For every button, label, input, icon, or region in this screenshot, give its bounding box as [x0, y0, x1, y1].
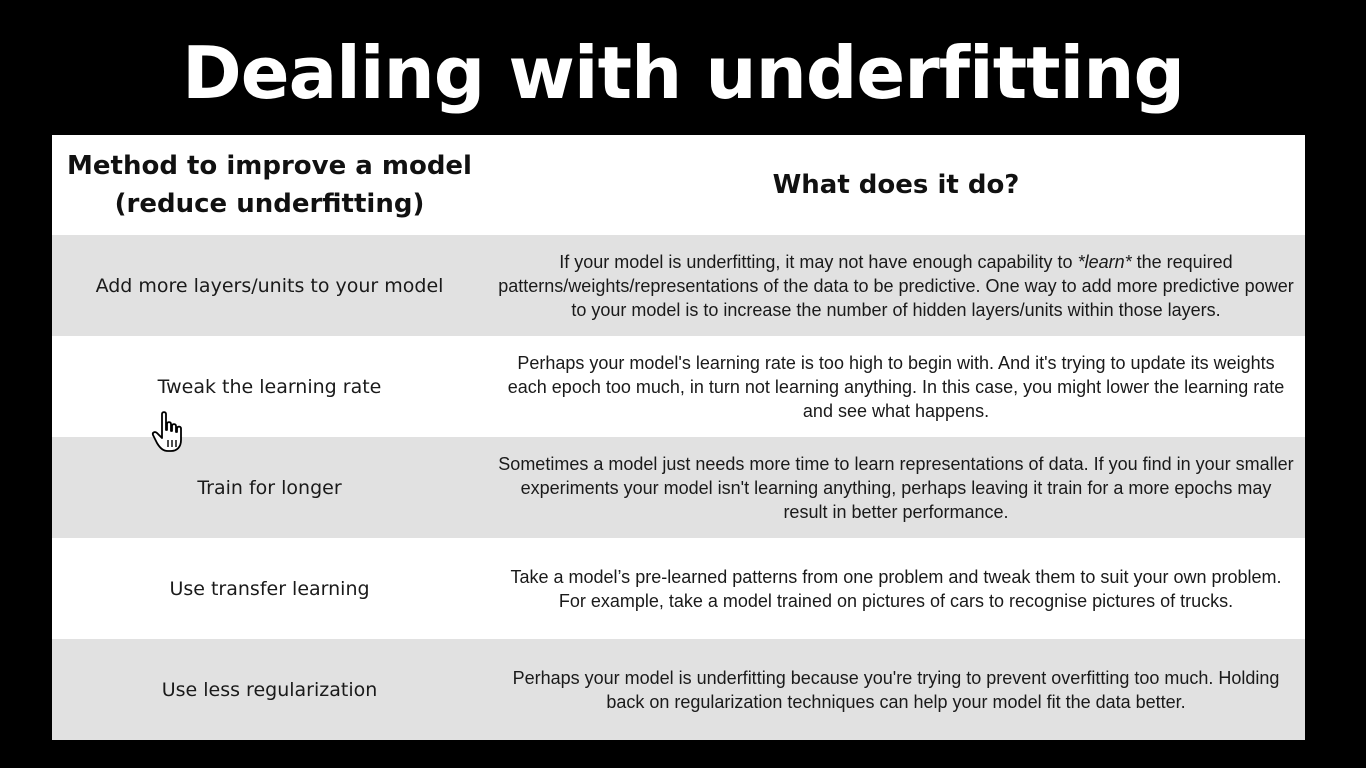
description-cell: Perhaps your model is underfitting becau…	[512, 667, 1280, 712]
method-cell: Train for longer	[197, 476, 342, 499]
header-description: What does it do?	[772, 170, 1020, 200]
description-part: If your model is underfitting, it may no…	[559, 251, 1078, 272]
hand-pointer-icon	[150, 410, 190, 454]
slide-title: Dealing with underfitting	[181, 31, 1185, 115]
header-method: Method to improve a model (reduce underf…	[67, 151, 472, 219]
method-cell: Tweak the learning rate	[157, 375, 382, 398]
table-row: Tweak the learning rate Perhaps your mod…	[52, 336, 1305, 437]
table-row: Train for longer Sometimes a model just …	[52, 437, 1305, 538]
method-cell: Use transfer learning	[169, 577, 370, 600]
description-cell: Perhaps your model's learning rate is to…	[507, 352, 1285, 421]
description-text: If your model is underfitting, it may no…	[497, 250, 1295, 322]
table-header-row: Method to improve a model (reduce underf…	[52, 135, 1305, 235]
description-cell: If your model is underfitting, it may no…	[487, 235, 1305, 336]
description-emphasis: *learn*	[1077, 251, 1132, 272]
method-cell: Use less regularization	[161, 678, 378, 701]
description-part: the required patterns/weights/representa…	[498, 251, 1294, 320]
methods-table: Method to improve a model (reduce underf…	[52, 135, 1305, 740]
table-row: Use less regularization Perhaps your mod…	[52, 639, 1305, 740]
table-row: Add more layers/units to your model If y…	[52, 235, 1305, 336]
method-cell: Add more layers/units to your model	[95, 274, 444, 297]
description-cell: Take a model’s pre-learned patterns from…	[510, 566, 1282, 611]
table-row: Use transfer learning Take a model’s pre…	[52, 538, 1305, 639]
description-cell: Sometimes a model just needs more time t…	[498, 453, 1294, 522]
